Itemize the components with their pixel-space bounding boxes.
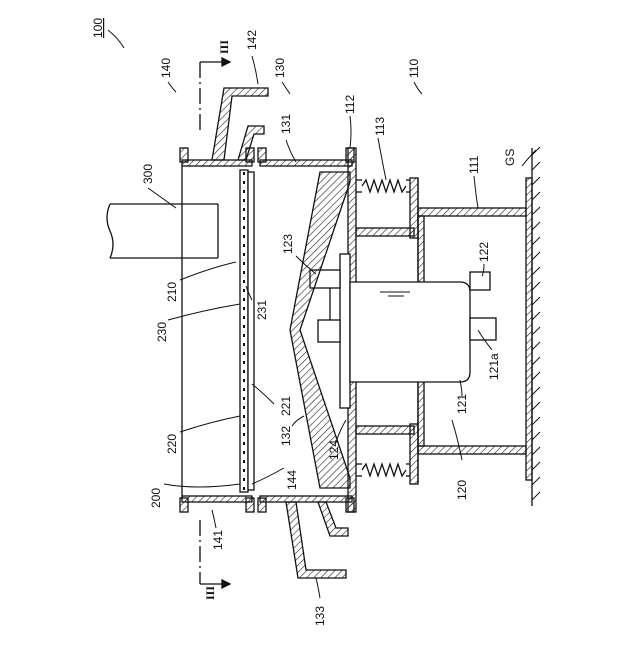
- label-120: 120: [455, 480, 469, 500]
- label-133: 133: [313, 606, 327, 626]
- label-113: 113: [373, 117, 387, 136]
- label-124: 124: [327, 440, 341, 460]
- feed-pipe-300: [107, 204, 218, 258]
- label-200: 200: [149, 488, 163, 508]
- label-gs: GS: [503, 149, 517, 166]
- label-132: 132: [279, 426, 293, 446]
- label-221: 221: [279, 396, 293, 416]
- label-123: 123: [281, 234, 295, 254]
- label-131: 131: [279, 114, 293, 134]
- label-220: 220: [165, 434, 179, 454]
- label-230: 230: [155, 322, 169, 342]
- label-110: 110: [407, 59, 421, 78]
- motor-121: [310, 254, 496, 408]
- label-111: 111: [467, 155, 481, 174]
- label-section-top: III: [217, 40, 231, 54]
- label-140: 140: [159, 58, 173, 78]
- label-121: 121: [455, 394, 469, 414]
- screen-mesh-210: [240, 170, 248, 492]
- label-231: 231: [255, 300, 269, 320]
- label-142: 142: [245, 30, 259, 50]
- screen-mesh-230: [248, 172, 254, 490]
- spring-113-bottom: [356, 464, 410, 476]
- label-112: 112: [343, 95, 357, 114]
- label-144: 144: [285, 470, 299, 490]
- label-100: 100: [91, 18, 105, 38]
- label-section-bottom: III: [203, 586, 217, 600]
- label-300: 300: [141, 164, 155, 184]
- label-122: 122: [477, 242, 491, 262]
- label-121a: 121a: [487, 353, 501, 380]
- spring-113-top: [356, 180, 410, 192]
- label-130: 130: [273, 58, 287, 78]
- label-210: 210: [165, 282, 179, 302]
- label-141: 141: [211, 530, 225, 550]
- ground-surface: [532, 147, 540, 506]
- outlet-chute-133: [286, 502, 348, 578]
